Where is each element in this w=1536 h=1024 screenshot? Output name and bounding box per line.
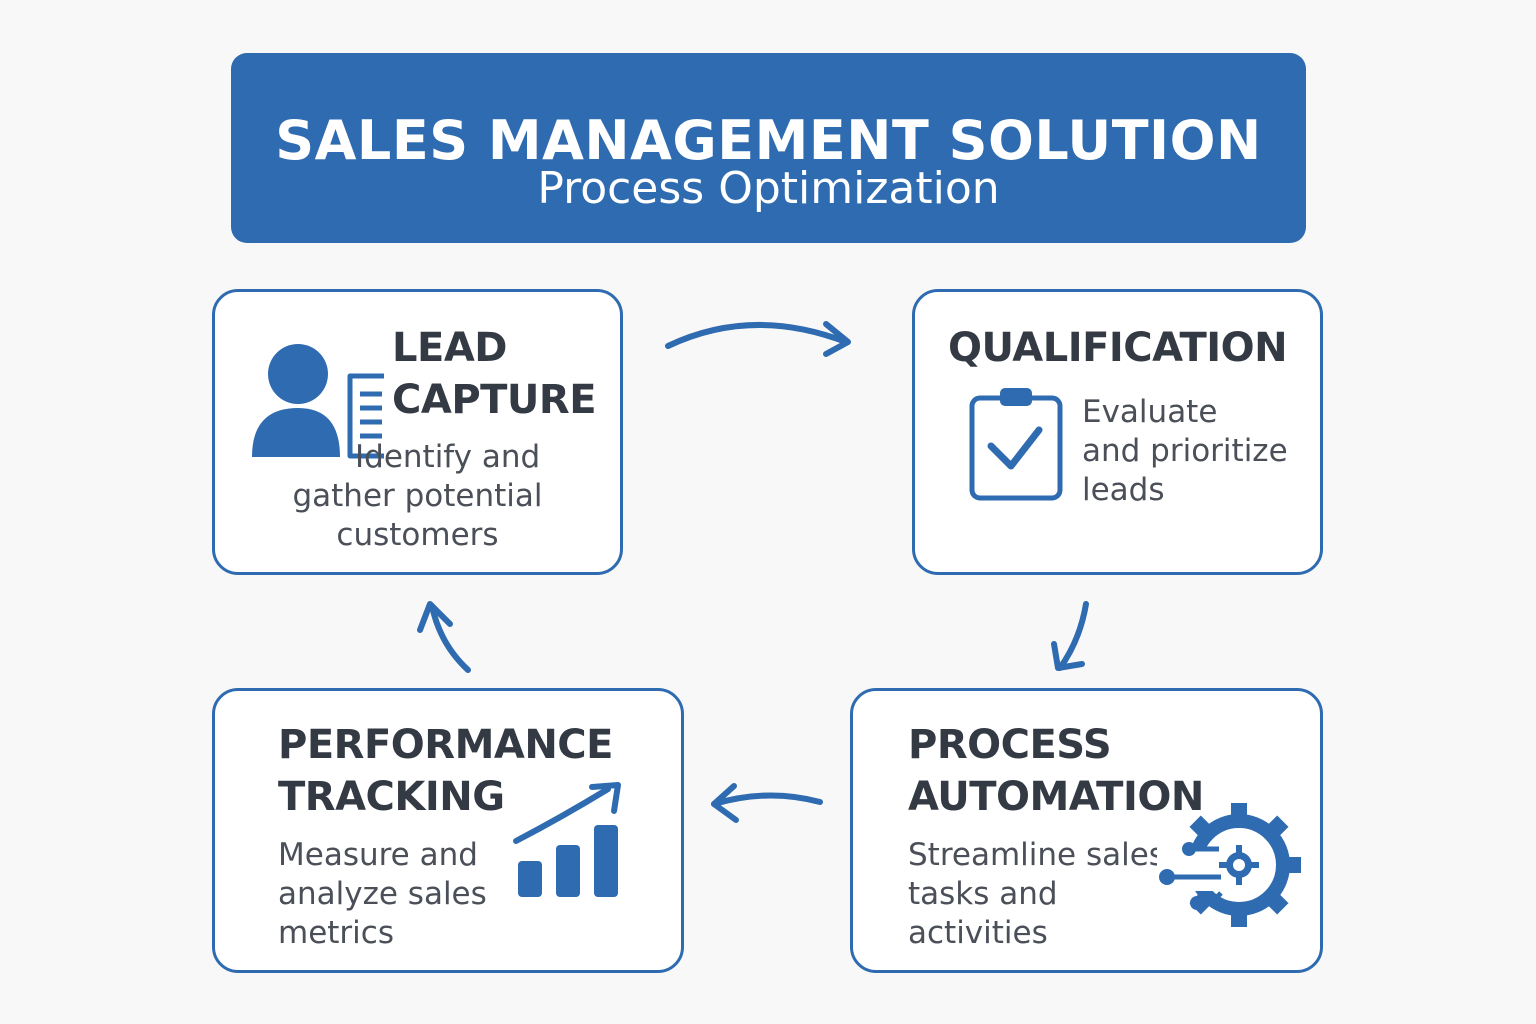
step-card-qualification: QUALIFICATION Evaluate and prioritize le… bbox=[912, 289, 1323, 575]
step-description: Identify and gather potential customers bbox=[292, 439, 543, 553]
arrow-left-icon bbox=[711, 783, 823, 823]
step-description: Evaluate and prioritize leads bbox=[1082, 394, 1288, 508]
header-banner: SALES MANAGEMENT SOLUTION Process Optimi… bbox=[231, 53, 1306, 243]
arrow-down-icon bbox=[1051, 601, 1089, 671]
step-title: QUALIFICATION bbox=[948, 325, 1288, 371]
step-title: LEAD CAPTURE bbox=[392, 325, 597, 423]
page-subtitle: Process Optimization bbox=[537, 163, 1000, 214]
page-title: SALES MANAGEMENT SOLUTION bbox=[275, 109, 1262, 172]
arrow-right-icon bbox=[665, 321, 851, 357]
growth-chart-icon bbox=[513, 782, 621, 897]
gear-circuit-icon bbox=[1157, 803, 1301, 927]
step-description: Streamline sales tasks and activities bbox=[908, 837, 1165, 951]
step-description: Measure and analyze sales metrics bbox=[278, 837, 487, 951]
step-title: PROCESS AUTOMATION bbox=[908, 722, 1204, 820]
arrow-up-icon bbox=[417, 601, 471, 673]
step-title: PERFORMANCE TRACKING bbox=[278, 722, 614, 820]
step-card-performance-tracking: PERFORMANCE TRACKING Measure and analyze… bbox=[212, 688, 684, 973]
step-card-lead-capture: LEAD CAPTURE Identify and gather potenti… bbox=[212, 289, 623, 575]
clipboard-check-icon bbox=[969, 388, 1063, 501]
step-card-process-automation: PROCESS AUTOMATION Streamline sales task… bbox=[850, 688, 1323, 973]
user-document-icon bbox=[252, 344, 384, 459]
